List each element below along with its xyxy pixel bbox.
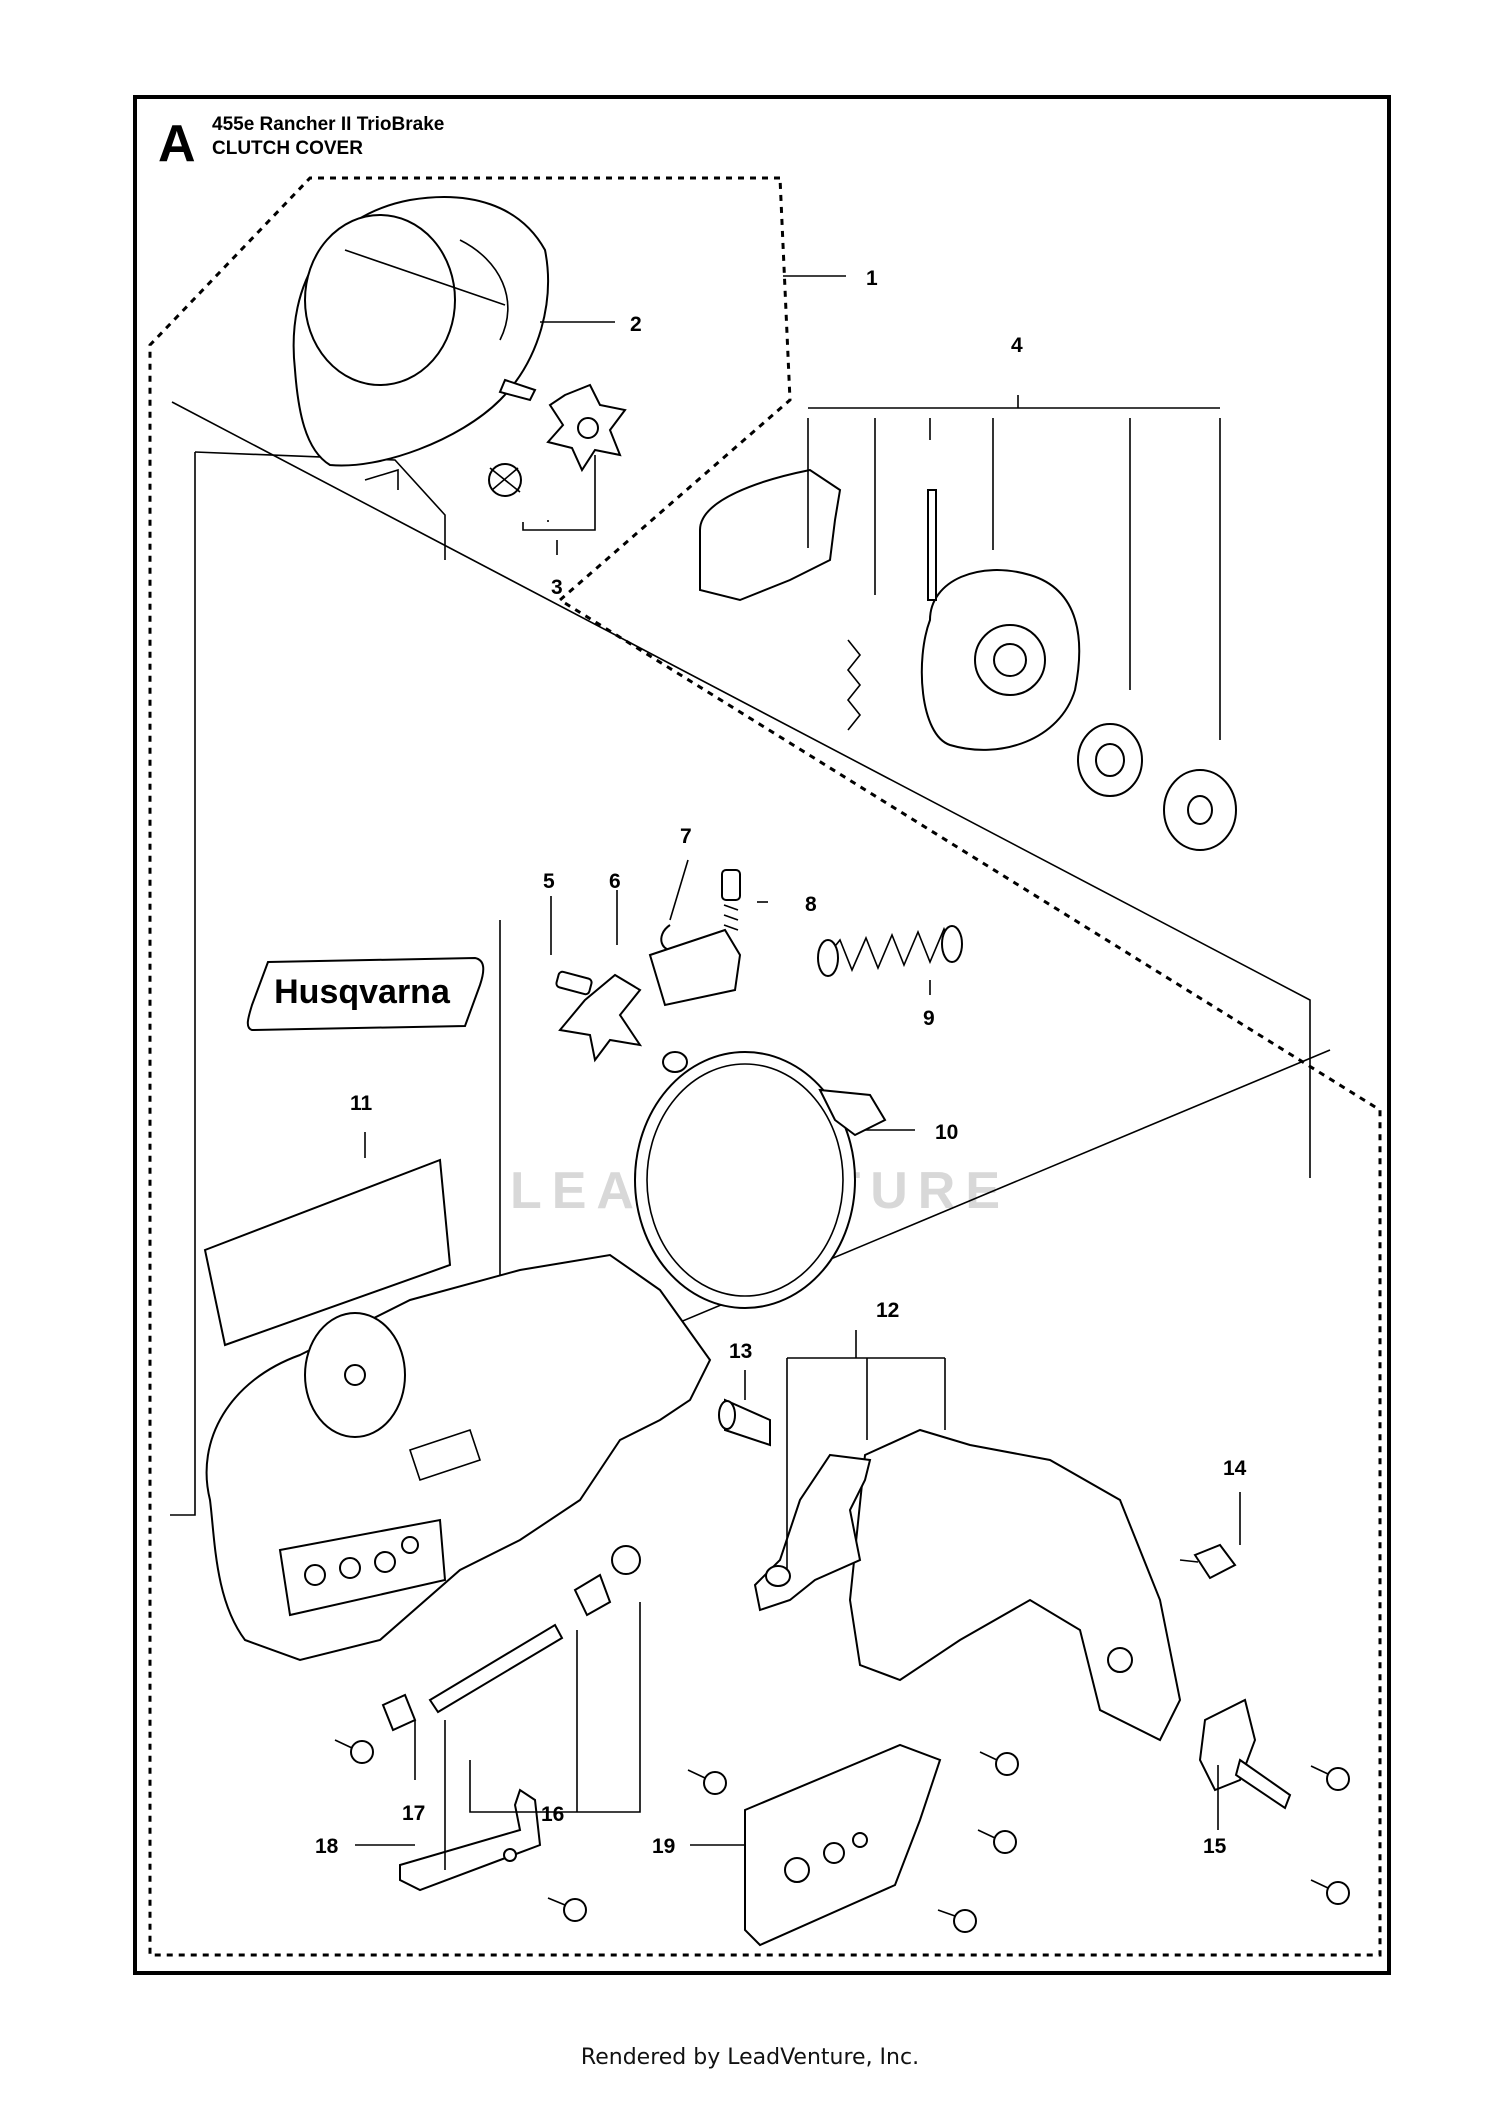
nut-part-17 (381, 1693, 417, 1732)
label-sticker-part-11 (203, 1158, 452, 1347)
chain-guide-plate-part-12 (753, 1428, 1182, 1742)
callout-7: 7 (680, 825, 692, 848)
screws (334, 1739, 1350, 1933)
callout-6: 6 (609, 870, 621, 893)
diagram-frame (133, 95, 1391, 1975)
callout-1: 1 (866, 267, 878, 290)
callout-19: 19 (652, 1835, 675, 1858)
brake-band-part-10 (634, 1051, 887, 1309)
bushing-part-13 (718, 1398, 771, 1447)
callout-9: 9 (923, 1007, 935, 1030)
tensioner-star-wheel-and-pinion (488, 383, 627, 497)
callout-5: 5 (543, 870, 555, 893)
callout-11: 11 (350, 1092, 373, 1115)
callout-2: 2 (630, 313, 642, 336)
screw (1310, 1765, 1350, 1791)
callout-8: 8 (805, 893, 817, 916)
husqvarna-decal-part-11: Husqvarna (246, 956, 485, 1032)
screw (687, 1769, 727, 1795)
clutch-cover-body (205, 1253, 712, 1662)
callout-17: 17 (402, 1802, 425, 1825)
section-title: CLUTCH COVER (212, 138, 363, 159)
callouts: 1 2 3 4 5 6 7 8 9 10 11 12 13 14 15 16 1… (315, 267, 1247, 1858)
shaft-and-nuts-part-16 (428, 1545, 641, 1714)
clutch-cover-housing (292, 196, 549, 490)
assembly-boundary-1 (148, 176, 1382, 1957)
husqvarna-logo-text: Husqvarna (274, 973, 451, 1011)
footer-credit: Rendered by LeadVenture, Inc. (580, 2045, 920, 2070)
catcher-part-15 (1198, 1698, 1292, 1810)
cover-plate-part-19 (744, 1743, 942, 1947)
screw (547, 1897, 587, 1922)
callout-12: 12 (876, 1299, 899, 1322)
screw (977, 1829, 1017, 1854)
callout-15: 15 (1203, 1835, 1227, 1858)
model-title: 455e Rancher II TrioBrake (212, 114, 445, 135)
screw-part-8 (648, 869, 742, 1007)
assembly-guide-lines (170, 401, 1331, 1516)
screw-part-14 (1179, 1543, 1237, 1580)
screw (979, 1751, 1019, 1776)
callout-16: 16 (541, 1803, 564, 1826)
callout-13: 13 (729, 1340, 752, 1363)
bracket-part-18 (399, 1788, 542, 1892)
chain-brake-assembly (699, 468, 1237, 851)
callout-14: 14 (1223, 1457, 1247, 1480)
section-letter: A (158, 115, 196, 173)
callout-4: 4 (1011, 334, 1023, 357)
screw (937, 1909, 977, 1933)
star-lever-part-6 (558, 973, 643, 1063)
callout-10: 10 (935, 1121, 958, 1144)
screw (334, 1739, 374, 1764)
pin-part-5 (555, 970, 593, 996)
screw (1310, 1879, 1350, 1905)
spring-part-9 (817, 925, 963, 977)
leader-lines (355, 275, 1241, 1870)
callout-3: 3 (551, 576, 563, 599)
callout-18: 18 (315, 1835, 339, 1858)
